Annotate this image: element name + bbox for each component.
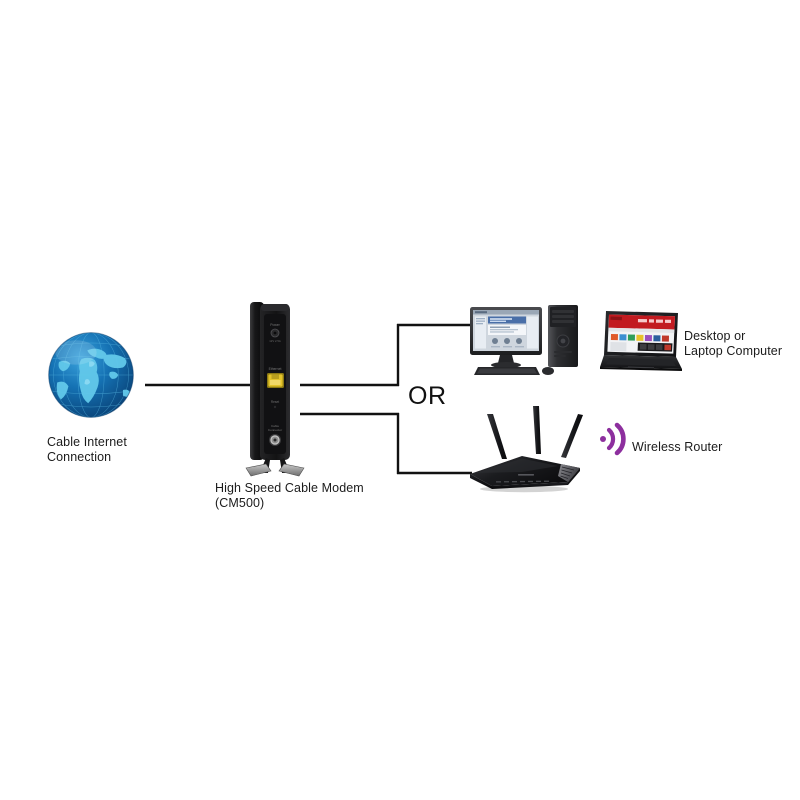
modem-label-line1: High Speed Cable Modem [215,481,364,495]
internet-label-line2: Connection [47,450,112,464]
computer-label: Desktop or Laptop Computer [684,329,782,359]
svg-text:Ethernet: Ethernet [269,367,282,371]
internet-label: Cable Internet Connection [47,435,127,465]
svg-text:12V 2.5A: 12V 2.5A [269,339,281,343]
modem-label: High Speed Cable Modem (CM500) [215,481,364,511]
computer-label-line2: Laptop Computer [684,344,783,358]
globe-icon [44,328,138,422]
computer-label-line1: Desktop or [684,329,746,343]
modem-label-line2: (CM500) [215,496,265,510]
svg-text:Reset: Reset [271,400,279,404]
internet-label-line1: Cable Internet [47,435,127,449]
wireless-router-icon [462,402,590,494]
svg-text:Connector: Connector [268,428,282,432]
cable-modem-icon: Power 12V 2.5A Ethernet Reset Cable Conn… [230,300,320,480]
wifi-signal-icon [597,422,631,456]
or-branch-label: OR [408,382,447,410]
svg-text:Cable: Cable [271,424,279,428]
desktop-computer-icon [466,303,592,379]
svg-text:Power: Power [270,323,280,327]
router-label: Wireless Router [632,440,723,454]
laptop-computer-icon [598,309,684,377]
